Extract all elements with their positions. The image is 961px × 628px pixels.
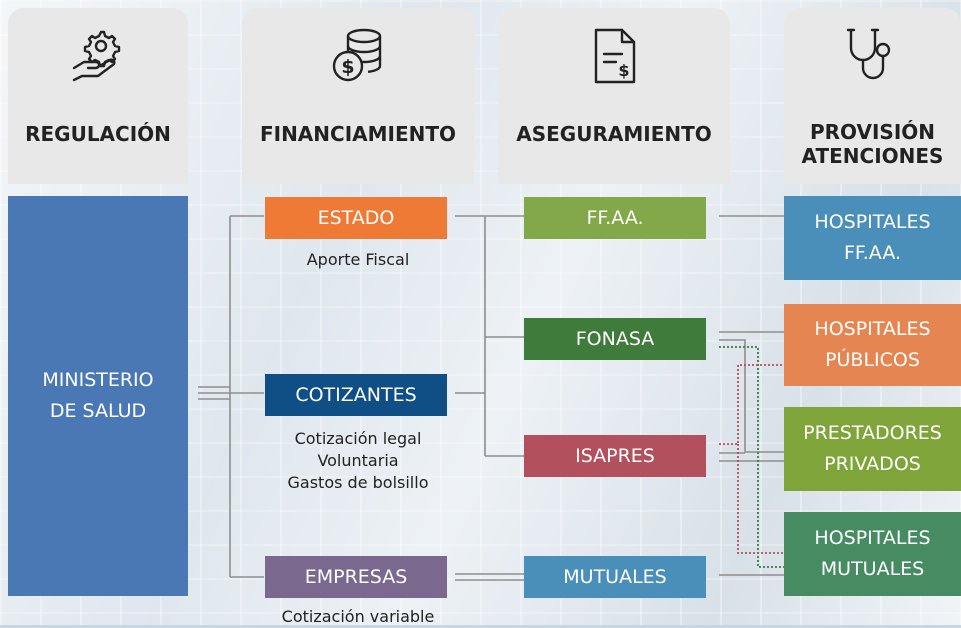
header-provision-line1: PROVISIÓN: [809, 120, 936, 144]
ffaa-box: FF.AA.: [524, 197, 706, 239]
estado-box: ESTADO: [265, 197, 447, 239]
header-provision-label: PROVISIÓN ATENCIONES: [784, 120, 961, 168]
prestadores-privados-box: PRESTADORES PRIVADOS: [784, 407, 961, 491]
mutuales-label: MUTUALES: [563, 565, 667, 588]
svg-text:$: $: [618, 61, 629, 80]
empresas-sub-line: Cotización variable: [281, 607, 435, 626]
header-regulacion-label: REGULACIÓN: [25, 122, 171, 146]
hospitales-publicos-line: HOSPITALES: [814, 318, 931, 340]
cotizantes-sub-line: Voluntaria: [317, 451, 399, 470]
empresas-box: EMPRESAS: [265, 556, 447, 598]
hospitales-mutuales-box: HOSPITALES MUTUALES: [784, 512, 961, 596]
cotizantes-box: COTIZANTES: [265, 374, 447, 416]
hospitales-publicos-line: PÚBLICOS: [825, 349, 920, 371]
empresas-sub: Cotización variable: [242, 606, 474, 628]
header-financiamiento-label: FINANCIAMIENTO: [259, 122, 457, 146]
prestadores-line: PRIVADOS: [824, 453, 921, 475]
header-regulacion: REGULACIÓN: [8, 8, 188, 184]
hospitales-mutuales-line: HOSPITALES: [814, 527, 931, 549]
cotizantes-sub: Cotización legal Voluntaria Gastos de bo…: [242, 428, 474, 494]
hospitales-ffaa-box: HOSPITALES FF.AA.: [784, 196, 961, 280]
hospitales-ffaa-line: FF.AA.: [843, 242, 902, 264]
cotizantes-sub-line: Cotización legal: [294, 429, 422, 448]
coins-dollar-icon: $: [328, 26, 388, 86]
estado-sub-line: Aporte Fiscal: [306, 250, 410, 269]
header-financiamiento: $ FINANCIAMIENTO: [242, 8, 474, 184]
estado-sub: Aporte Fiscal: [242, 249, 474, 271]
cotizantes-label: COTIZANTES: [295, 383, 417, 406]
hospitales-ffaa-line: HOSPITALES: [814, 211, 931, 233]
mutuales-box: MUTUALES: [524, 556, 706, 598]
ministerio-line2: DE SALUD: [49, 400, 147, 422]
estado-label: ESTADO: [317, 206, 395, 229]
hospitales-publicos-box: HOSPITALES PÚBLICOS: [784, 304, 961, 386]
fonasa-label: FONASA: [575, 327, 655, 350]
header-provision-line2: ATENCIONES: [801, 144, 944, 168]
stethoscope-icon: [843, 26, 903, 86]
ffaa-label: FF.AA.: [586, 206, 644, 229]
cotizantes-sub-line: Gastos de bolsillo: [287, 473, 429, 492]
svg-text:$: $: [341, 56, 354, 78]
header-provision: PROVISIÓN ATENCIONES: [784, 8, 961, 184]
hand-gear-icon: [68, 26, 128, 86]
hospitales-mutuales-line: MUTUALES: [820, 558, 925, 580]
ministerio-de-salud-box: MINISTERIO DE SALUD: [8, 196, 188, 596]
fonasa-box: FONASA: [524, 318, 706, 360]
header-aseguramiento: $ ASEGURAMIENTO: [498, 8, 730, 184]
invoice-dollar-icon: $: [584, 26, 644, 86]
empresas-label: EMPRESAS: [304, 565, 408, 588]
isapres-box: ISAPRES: [524, 435, 706, 477]
isapres-label: ISAPRES: [575, 444, 655, 467]
header-aseguramiento-label: ASEGURAMIENTO: [516, 122, 712, 146]
prestadores-line: PRESTADORES: [803, 422, 942, 444]
ministerio-line1: MINISTERIO: [42, 369, 154, 391]
